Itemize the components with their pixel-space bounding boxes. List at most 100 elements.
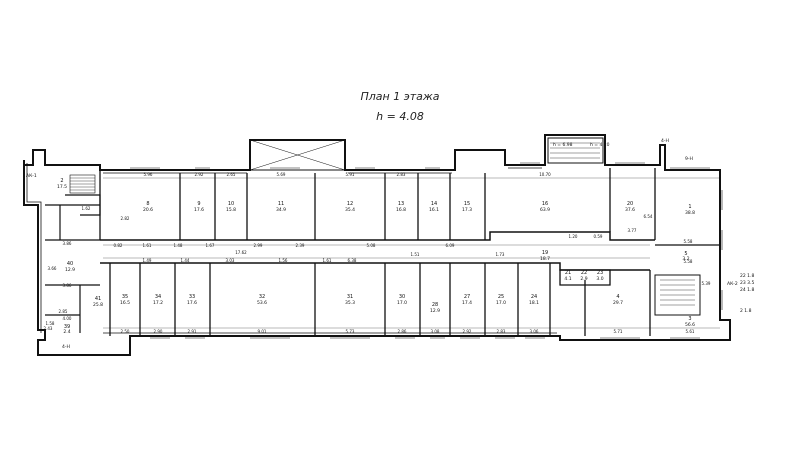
dim-label: 1.61 (323, 258, 332, 263)
room-area: 20.6 (143, 207, 153, 213)
room-area: 17.6 (194, 207, 204, 213)
dim-label: 1.61 (143, 243, 152, 248)
dim-label: 1.58 (46, 321, 55, 326)
dim-label: 9.01 (258, 329, 267, 334)
dim-label: 2.39 (296, 243, 305, 248)
dim-label: 3.86 (63, 241, 72, 246)
room-number: 31 (347, 294, 353, 300)
dim-label: 1.73 (496, 252, 505, 257)
room-area: 25.8 (93, 302, 103, 308)
dim-label: 1.20 (569, 234, 578, 239)
dim-label: 6.09 (446, 243, 455, 248)
room-area: 34.9 (276, 207, 286, 213)
room-area: 38.8 (685, 210, 695, 216)
dim-label: 5.96 (144, 172, 153, 177)
dim-label: 0.59 (594, 234, 603, 239)
room-labels-bottom: 35 16.5 34 17.2 33 17.6 32 53.6 31 35.3 … (120, 294, 695, 328)
top-partitions (99, 168, 720, 246)
dim-label: 1.44 (181, 258, 190, 263)
bottom-width-dims: 2.50 2.90 2.91 9.01 5.73 2.86 3.08 2.92 … (121, 329, 695, 334)
room-area: 37.6 (625, 207, 635, 213)
side-label: 2 1.8 (740, 308, 752, 314)
room-number: 21 (565, 270, 571, 276)
dim-label: 5.91 (346, 172, 355, 177)
room-labels-top: 8 20.6 9 17.6 10 15.8 11 34.9 12 35.4 13… (143, 201, 695, 216)
right-block-labels: 5.58 5.58 3.77 6.54 5.39 5 3.2 21 4.1 22… (540, 214, 711, 286)
dim-label: 5.08 (367, 243, 376, 248)
dim-label: 3.77 (628, 228, 637, 233)
room-area: 17.0 (496, 300, 506, 306)
room-area: 12.9 (430, 308, 440, 314)
room-number: 12 (347, 201, 353, 207)
room-area: 2.4 (63, 329, 70, 335)
room-area: 18.7 (540, 256, 550, 262)
room-number: 14 (431, 201, 437, 207)
dim-label: 2.65 (227, 172, 236, 177)
room-area: 56.6 (685, 322, 695, 328)
room-area: 17.4 (462, 300, 472, 306)
room-number: 23 (597, 270, 603, 276)
dim-label: 5.39 (702, 281, 711, 286)
dim-label: 2.83 (497, 329, 506, 334)
dim-label: 2.83 (397, 172, 406, 177)
room-number: 24 (531, 294, 537, 300)
left-block-labels: 3.86 3.66 3.86 4.00 2.82 2.85 1.62 2.43 … (44, 178, 130, 335)
room-number: 15 (464, 201, 470, 207)
room-number: 25 (498, 294, 504, 300)
axis-notes: h = 6.98 h = 4.20 4-Н 9-Н 4-Н АК-1 АК-2 … (26, 138, 754, 350)
axis-label: 4-Н (62, 344, 70, 350)
dim-label: 2.92 (463, 329, 472, 334)
dim-label: 5.71 (614, 329, 623, 334)
room-area: 16.5 (120, 300, 130, 306)
room-area: 15.8 (226, 207, 236, 213)
dim-label: 6.38 (348, 258, 357, 263)
room-number: 5 (684, 251, 687, 257)
side-label: 23 3.5 (740, 280, 754, 286)
left-block-walls (45, 174, 101, 333)
room-area: 17.3 (462, 207, 472, 213)
room-area: 29.7 (613, 300, 623, 306)
dimension-lines (103, 177, 720, 329)
axis-label: АК-1 (26, 173, 37, 179)
axis-label: АК-2 (727, 281, 738, 287)
room-number: 2 (60, 178, 63, 184)
stair-height-left: h = 6.98 (553, 142, 573, 148)
dim-label: 5.69 (277, 172, 286, 177)
room-area: 16.8 (396, 207, 406, 213)
dim-label: 3.06 (530, 329, 539, 334)
plan-title: План 1 этажа (360, 90, 440, 103)
room-area: 63.9 (540, 207, 550, 213)
dim-label: 2.86 (398, 329, 407, 334)
room-area: 17.0 (397, 300, 407, 306)
dim-label: 2.92 (195, 172, 204, 177)
room-number: 40 (67, 261, 73, 267)
room-area: 17.6 (187, 300, 197, 306)
dim-label: 2.85 (59, 309, 68, 314)
corridor-top-wall (100, 231, 655, 241)
dim-label: 1.48 (174, 243, 183, 248)
room-number: 41 (95, 296, 101, 302)
height-note: h = 4.08 (376, 110, 424, 123)
dim-label: 0.82 (114, 243, 123, 248)
dim-label: 5.58 (684, 239, 693, 244)
dim-label: 3.66 (48, 266, 57, 271)
room-number: 16 (542, 201, 548, 207)
room-area: 3.2 (682, 256, 689, 262)
dim-label: 3.03 (226, 258, 235, 263)
room-area: 35.3 (345, 300, 355, 306)
room-number: 22 (581, 270, 587, 276)
dim-label: 1.67 (206, 243, 215, 248)
side-label: 22 1.8 (740, 273, 754, 279)
dim-label: 17.62 (235, 250, 247, 255)
stair-height-right: h = 4.20 (590, 142, 610, 148)
room-area: 16.1 (429, 207, 439, 213)
room-number: 39 (64, 324, 70, 330)
room-area: 53.6 (257, 300, 267, 306)
room-number: 34 (155, 294, 161, 300)
dim-label: 5.58 (684, 259, 693, 264)
dim-label: 2.50 (121, 329, 130, 334)
dim-label: 2.90 (154, 329, 163, 334)
window-ticks (130, 162, 723, 339)
room-area: 17.5 (57, 184, 67, 190)
dim-label: 1.49 (143, 258, 152, 263)
